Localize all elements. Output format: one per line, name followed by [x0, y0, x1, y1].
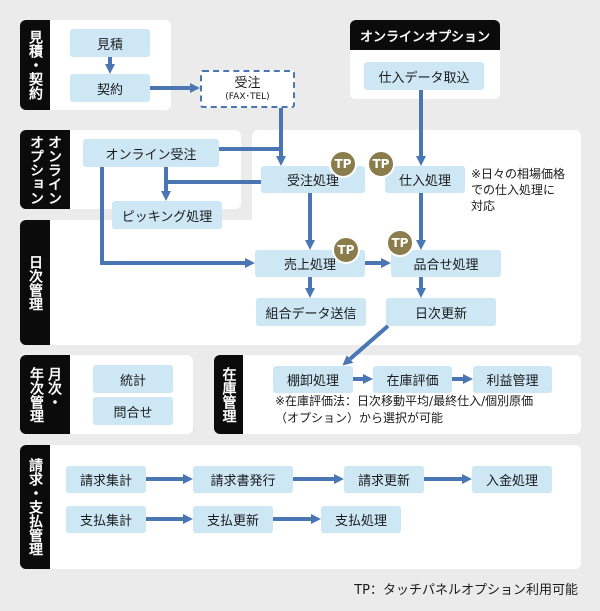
monthly-label-line1: 月次・	[46, 366, 62, 409]
box-payment-processing: 支払処理	[321, 506, 401, 533]
estimate-label-text: 見積・契約	[27, 30, 43, 100]
box-billing-total: 請求集計	[66, 466, 146, 493]
inventory-note-line: ※在庫評価法：日次移動平均/最終仕入/個別原価	[275, 394, 534, 408]
purchase-note-line: 対応	[471, 199, 496, 213]
online-top-header: オンラインオプション	[350, 20, 500, 50]
tp-badge-purchase-processing: TP	[367, 150, 395, 178]
estimate-label: 見積・契約	[20, 20, 50, 110]
box-billing-update: 請求更新	[344, 466, 424, 493]
box-daily-update: 日次更新	[386, 298, 496, 326]
box-payment-update: 支払更新	[193, 506, 273, 533]
online-mid-label: オンラインオプション	[20, 130, 70, 209]
box-inquiry: 問合せ	[93, 397, 173, 425]
inventory-note: ※在庫評価法：日次移動平均/最終仕入/個別原価 （オプション）から選択が可能	[275, 393, 533, 427]
box-assortment-processing: 品合せ処理	[391, 250, 501, 277]
daily-label-text: 日次管理	[27, 254, 43, 311]
box-picking: ピッキング処理	[112, 201, 222, 229]
tp-badge-order-processing: TP	[329, 150, 357, 178]
box-purchase-processing: 仕入処理	[385, 166, 465, 193]
billing-label: 請求・支払管理	[20, 445, 50, 569]
order-manual-sub: (FAX･TEL)	[225, 91, 270, 102]
box-inventory-valuation: 在庫評価	[373, 366, 452, 393]
purchase-note-line: ※日々の相場価格	[471, 167, 566, 181]
box-sales-processing: 売上処理	[255, 250, 365, 277]
box-payment-received: 入金処理	[472, 466, 552, 493]
box-union-data-send: 組合データ送信	[256, 298, 366, 326]
inventory-label: 在庫管理	[214, 355, 243, 434]
box-order-manual: 受注 (FAX･TEL)	[200, 70, 295, 108]
box-purchase-data-import: 仕入データ取込	[364, 62, 484, 90]
box-online-order: オンライン受注	[83, 139, 219, 167]
tp-badge-sales-processing: TP	[332, 236, 360, 264]
daily-label: 日次管理	[20, 220, 50, 345]
inventory-label-text: 在庫管理	[220, 366, 237, 423]
online-mid-label-line1: オンライン	[46, 134, 62, 205]
box-payment-total: 支払集計	[66, 506, 146, 533]
tp-legend: TP：タッチパネルオプション利用可能	[354, 583, 578, 598]
purchase-note: ※日々の相場価格 での仕入処理に 対応	[471, 166, 565, 214]
box-invoice-issue: 請求書発行	[193, 466, 293, 493]
box-stocktaking: 棚卸処理	[273, 366, 353, 393]
online-mid-label-line2: オプション	[28, 134, 44, 205]
monthly-label: 月次・年次管理	[20, 355, 70, 434]
box-statistics: 統計	[93, 365, 173, 393]
box-contract: 契約	[70, 74, 150, 102]
inventory-note-line: （オプション）から選択が可能	[275, 411, 444, 425]
purchase-note-line: での仕入処理に	[471, 183, 556, 197]
order-manual-title: 受注	[234, 75, 261, 91]
box-profit-management: 利益管理	[473, 366, 552, 393]
monthly-label-line2: 年次管理	[28, 366, 44, 423]
billing-label-text: 請求・支払管理	[27, 458, 43, 556]
daily-panel	[20, 220, 581, 345]
box-estimate: 見積	[70, 29, 150, 57]
tp-badge-assortment-processing: TP	[386, 229, 414, 257]
